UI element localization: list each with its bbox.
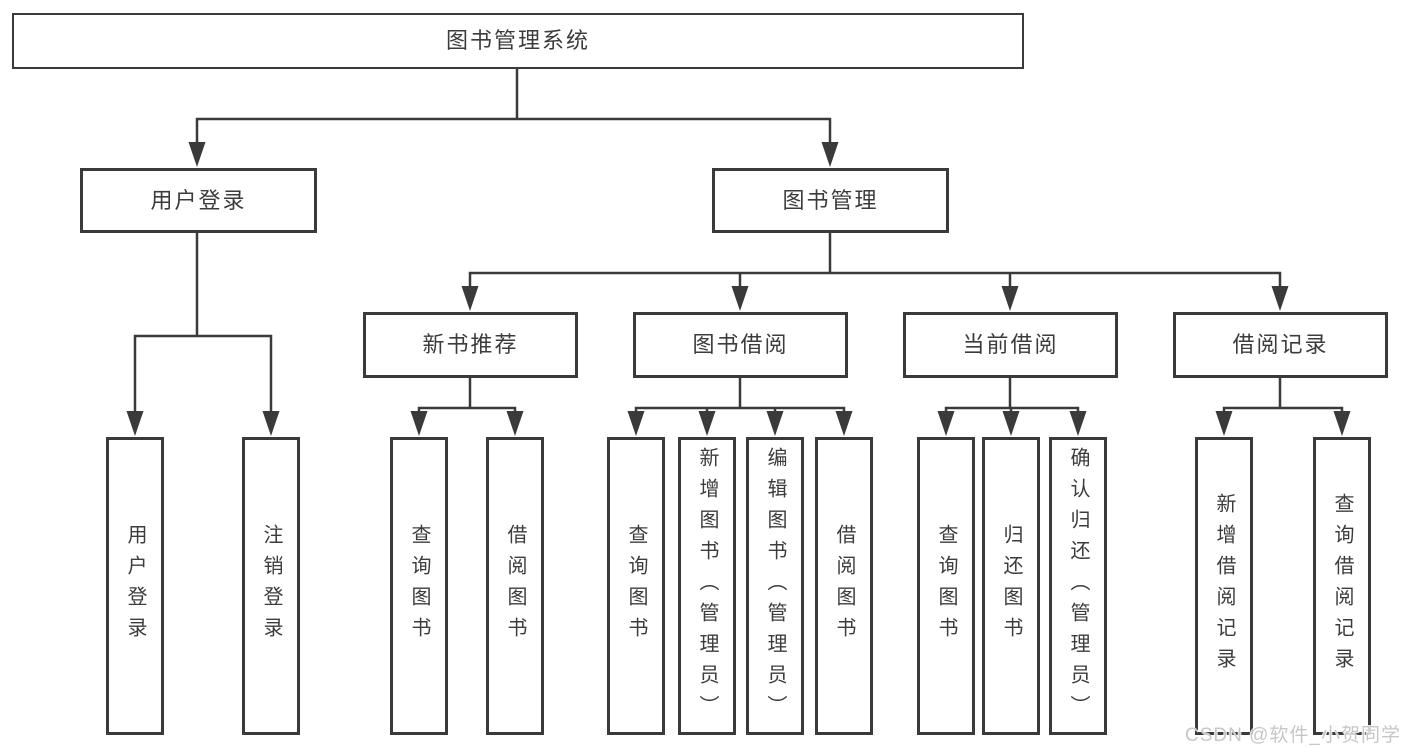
node-label: 借阅图书 [833,524,855,648]
node-add-book-admin: 新增图书（管理员） [678,437,736,735]
arrowhead [1069,411,1087,436]
node-book-borrowing: 图书借阅 [633,312,848,378]
node-query-borrow-record: 查询借阅记录 [1313,437,1371,735]
connector-borrowing-to-leaves [634,376,846,420]
node-label: 当前借阅 [962,332,1059,357]
connector-records-to-leaves [1222,376,1344,420]
node-label: 查询图书 [625,524,647,648]
node-label: 查询图书 [935,524,957,648]
node-label: 借阅图书 [504,524,526,648]
node-user-login-leaf: 用户登录 [106,437,164,735]
connector-userlogin-to-leaves [133,231,273,420]
arrowhead [1215,411,1233,436]
arrowhead [821,142,839,167]
node-label: 查询借阅记录 [1331,493,1353,679]
node-label: 图书管理系统 [445,28,590,53]
arrowhead [506,411,524,436]
node-library-management-system: 图书管理系统 [12,13,1024,69]
node-label: 查询图书 [408,524,430,648]
node-borrowing-records: 借阅记录 [1173,312,1388,378]
node-label: 归还图书 [1000,524,1022,648]
watermark-text: CSDN @软件_小贺同学 [1185,725,1401,746]
node-label: 新增图书（管理员） [696,446,718,726]
node-book-management: 图书管理 [712,168,949,233]
arrowhead [262,411,280,436]
connector-bookmgmt-to-modules [468,231,1282,294]
node-current-borrowing: 当前借阅 [903,312,1118,378]
arrowhead [627,411,645,436]
node-user-login: 用户登录 [80,168,317,233]
node-label: 注销登录 [260,524,282,648]
node-label: 用户登录 [150,187,247,213]
arrowhead [937,411,955,436]
arrowhead [835,411,853,436]
arrowhead [731,286,749,311]
arrowhead [1271,286,1289,311]
arrowhead [1333,411,1351,436]
node-new-book-recommendation: 新书推荐 [363,312,578,378]
node-borrow-books-recommend: 借阅图书 [486,437,544,735]
arrowhead [698,411,716,436]
arrowhead [126,411,144,436]
node-query-books-current: 查询图书 [917,437,975,735]
node-label: 新书推荐 [422,332,519,357]
connector-root-to-level2 [195,67,832,150]
arrowheads [126,142,1351,436]
node-borrow-books-borrowing: 借阅图书 [815,437,873,735]
node-query-books-recommend: 查询图书 [390,437,448,735]
arrowhead [1001,286,1019,311]
node-label: 图书管理 [782,187,879,213]
arrowhead [766,411,784,436]
node-label: 用户登录 [124,524,146,648]
arrowhead [1002,411,1020,436]
node-logout: 注销登录 [242,437,300,735]
node-label: 新增借阅记录 [1213,493,1235,679]
arrowhead [410,411,428,436]
node-edit-book-admin: 编辑图书（管理员） [746,437,804,735]
node-return-book: 归还图书 [982,437,1040,735]
arrowhead [461,286,479,311]
node-label: 确认归还（管理员） [1067,446,1089,726]
connector-newbooks-to-leaves [417,376,517,420]
node-label: 借阅记录 [1232,332,1329,357]
node-add-borrow-record: 新增借阅记录 [1195,437,1253,735]
node-label: 图书借阅 [692,332,789,357]
arrowhead [188,142,206,167]
node-query-books-borrowing: 查询图书 [607,437,665,735]
node-confirm-return-admin: 确认归还（管理员） [1049,437,1107,735]
node-label: 编辑图书（管理员） [764,446,786,726]
